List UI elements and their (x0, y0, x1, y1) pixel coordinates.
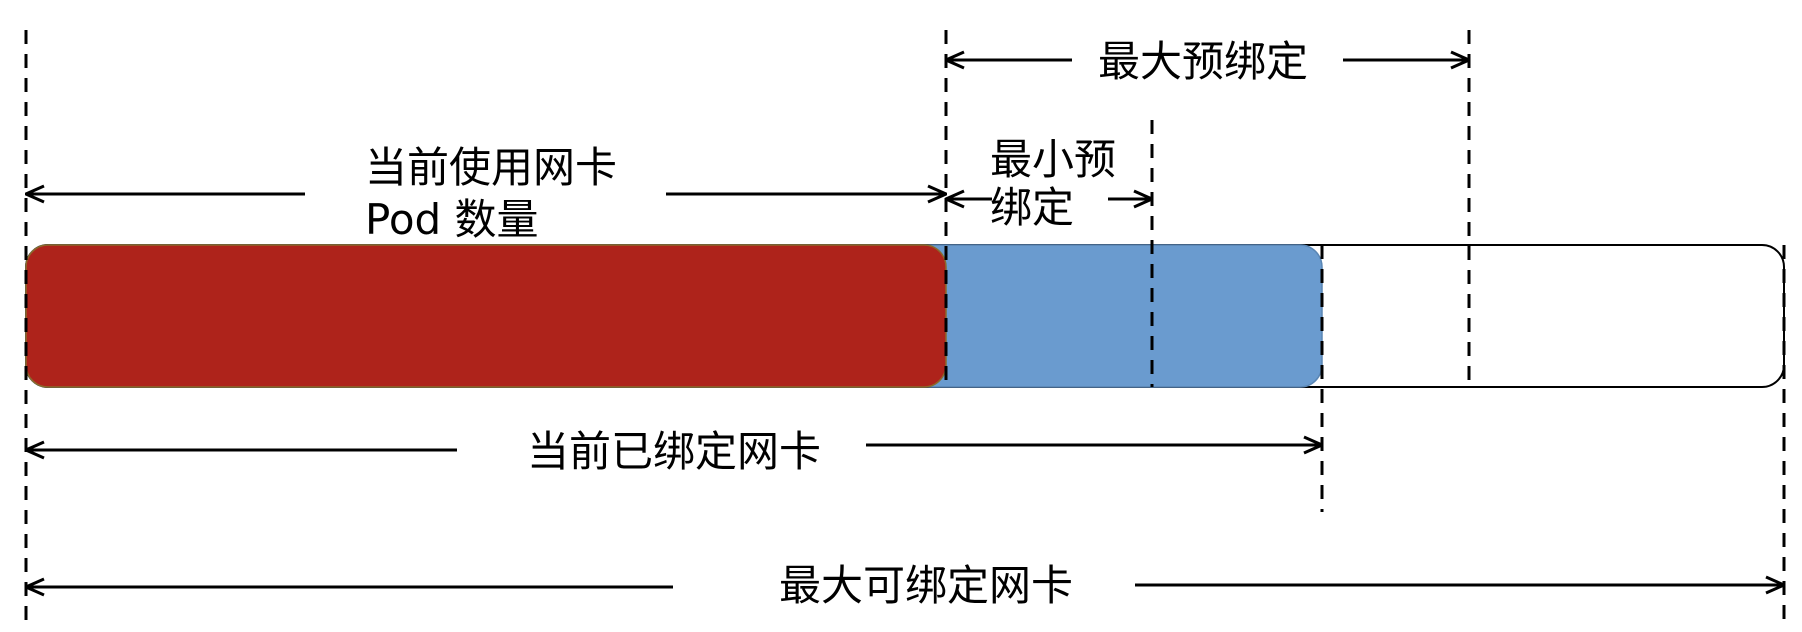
label-max-prebind: 最大预绑定 (1098, 37, 1308, 86)
label-min-prebind-line1: 最小预 (990, 135, 1116, 184)
label-max-bindable: 最大可绑定网卡 (779, 561, 1073, 610)
label-in-use-line1: 当前使用网卡 (365, 143, 617, 192)
label-in-use-line2: Pod 数量 (365, 195, 539, 244)
label-min-prebind-line2: 绑定 (990, 183, 1074, 232)
in-use-pod-segment (25, 244, 947, 388)
label-currently-bound: 当前已绑定网卡 (527, 427, 821, 476)
